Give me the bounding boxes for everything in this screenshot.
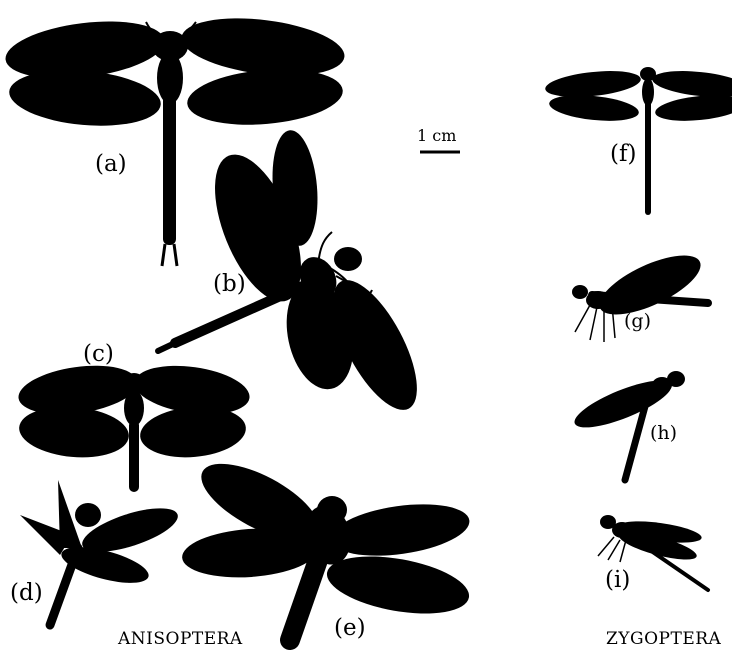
label-d: (d) xyxy=(10,582,43,605)
label-c: (c) xyxy=(83,343,114,366)
label-h: (h) xyxy=(650,424,677,443)
label-g: (g) xyxy=(624,312,651,331)
label-i: (i) xyxy=(605,569,630,592)
scale-bar-label: 1 cm xyxy=(417,126,456,145)
label-a: (a) xyxy=(95,153,127,176)
label-e: (e) xyxy=(334,617,366,640)
specimen-e-silhouette xyxy=(180,449,473,640)
label-f: (f) xyxy=(610,143,636,166)
specimen-f-silhouette xyxy=(544,67,732,215)
specimen-d-silhouette xyxy=(20,480,182,625)
label-b: (b) xyxy=(213,273,246,296)
group-label-anisoptera: ANISOPTERA xyxy=(118,629,243,649)
group-label-zygoptera: ZYGOPTERA xyxy=(606,629,721,649)
